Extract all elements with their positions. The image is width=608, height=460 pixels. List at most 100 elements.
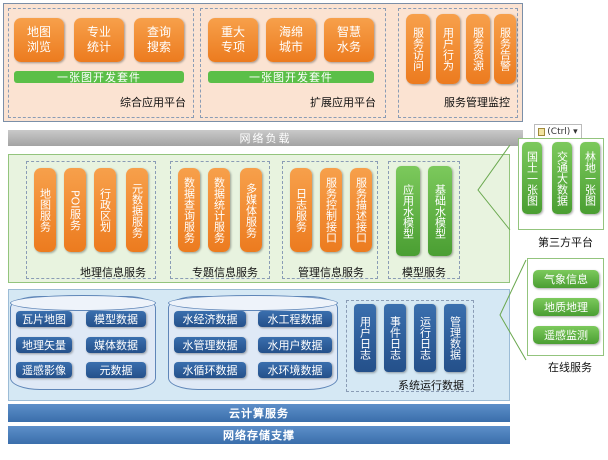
service-resources-button[interactable]: 服务资源 xyxy=(466,14,490,84)
map-browse-label: 地图 浏览 xyxy=(26,25,51,54)
management-data-button[interactable]: 管理数据 xyxy=(444,304,466,372)
network-storage-bar: 网络存储支撑 xyxy=(8,426,510,444)
run-log-label: 运行日志 xyxy=(418,316,432,360)
land-map-button[interactable]: 国土一张图 xyxy=(522,142,542,214)
service-alert-button[interactable]: 服务告警 xyxy=(494,14,516,84)
map-service-button[interactable]: 地图服务 xyxy=(34,168,56,252)
map-service-label: 地图服务 xyxy=(38,188,52,232)
data-query-service-button[interactable]: 数据查询服务 xyxy=(178,168,200,252)
service-desc-api-label: 服务描述接口 xyxy=(354,177,368,243)
metadata-service-label: 元数据服务 xyxy=(130,182,144,238)
application-water-model-button[interactable]: 应用水模型 xyxy=(396,166,420,256)
management-service-group xyxy=(282,161,378,279)
management-data-label: 管理数据 xyxy=(448,316,462,360)
poi-service-label: POI服务 xyxy=(68,189,82,231)
ctrl-label: (Ctrl) ▾ xyxy=(547,127,578,137)
service-alert-label: 服务告警 xyxy=(498,27,512,71)
data-stats-service-label: 数据统计服务 xyxy=(212,177,226,243)
water-engineering-button[interactable]: 水工程数据 xyxy=(258,311,332,327)
weather-info-button[interactable]: 气象信息 xyxy=(533,270,599,288)
data-query-service-label: 数据查询服务 xyxy=(182,177,196,243)
user-behavior-button[interactable]: 用户行为 xyxy=(436,14,460,84)
user-log-label: 用户日志 xyxy=(358,316,372,360)
service-resources-label: 服务资源 xyxy=(471,27,485,71)
extended-app-group xyxy=(200,8,386,118)
major-project-button[interactable]: 重大 专项 xyxy=(208,18,258,62)
forest-map-button[interactable]: 林地一张图 xyxy=(580,142,600,214)
tile-map-button[interactable]: 瓦片地图 xyxy=(16,311,72,327)
event-log-label: 事件日志 xyxy=(388,316,402,360)
remote-monitoring-button[interactable]: 遥感监测 xyxy=(533,326,599,344)
toolkit-label-2: 一张图开发套件 xyxy=(249,71,333,84)
log-service-label: 日志服务 xyxy=(294,188,308,232)
query-search-label: 查询 搜索 xyxy=(146,25,171,54)
admin-division-button[interactable]: 行政区划 xyxy=(94,168,116,252)
management-service-caption: 管理信息服务 xyxy=(298,266,364,279)
model-data-button[interactable]: 模型数据 xyxy=(86,311,146,327)
service-monitor-group xyxy=(398,8,518,118)
remote-sensing-button[interactable]: 遥感影像 xyxy=(16,362,72,378)
geo-vector-button[interactable]: 地理矢量 xyxy=(16,337,72,353)
toolkit-bar-2[interactable]: 一张图开发套件 xyxy=(208,71,374,84)
water-users-button[interactable]: 水用户数据 xyxy=(258,337,332,353)
application-water-model-label: 应用水模型 xyxy=(401,183,415,239)
traffic-bigdata-button[interactable]: 交通大数据 xyxy=(552,142,572,214)
base-water-model-button[interactable]: 基础水模型 xyxy=(428,166,452,256)
data-stats-service-button[interactable]: 数据统计服务 xyxy=(208,168,230,252)
base-database-top xyxy=(10,295,156,311)
system-ops-caption: 系统运行数据 xyxy=(398,379,464,392)
model-service-group xyxy=(388,161,460,279)
multimedia-service-button[interactable]: 多媒体服务 xyxy=(240,168,262,252)
toolkit-label-1: 一张图开发套件 xyxy=(57,71,141,84)
extended-app-caption: 扩展应用平台 xyxy=(310,96,376,109)
toolkit-bar-1[interactable]: 一张图开发套件 xyxy=(14,71,184,84)
user-behavior-label: 用户行为 xyxy=(441,27,455,71)
event-log-button[interactable]: 事件日志 xyxy=(384,304,406,372)
geology-button[interactable]: 地质地理 xyxy=(533,298,599,316)
user-log-button[interactable]: 用户日志 xyxy=(354,304,376,372)
media-data-button[interactable]: 媒体数据 xyxy=(86,337,146,353)
service-access-button[interactable]: 服务访问 xyxy=(406,14,430,84)
service-access-label: 服务访问 xyxy=(411,27,425,71)
system-ops-group xyxy=(346,300,474,392)
water-economy-button[interactable]: 水经济数据 xyxy=(174,311,246,327)
metadata-button[interactable]: 元数据 xyxy=(86,362,146,378)
thematic-service-group xyxy=(170,161,270,279)
log-service-button[interactable]: 日志服务 xyxy=(290,168,312,252)
connector-lines xyxy=(477,144,527,361)
service-control-api-button[interactable]: 服务控制接口 xyxy=(320,168,342,252)
traffic-bigdata-label: 交通大数据 xyxy=(555,150,569,206)
run-log-button[interactable]: 运行日志 xyxy=(414,304,436,372)
cloud-service-bar: 云计算服务 xyxy=(8,404,510,422)
map-browse-button[interactable]: 地图 浏览 xyxy=(14,18,64,62)
multimedia-service-label: 多媒体服务 xyxy=(244,182,258,238)
professional-stats-label: 专业 统计 xyxy=(86,25,111,54)
professional-stats-button[interactable]: 专业 统计 xyxy=(74,18,124,62)
metadata-service-button[interactable]: 元数据服务 xyxy=(126,168,148,252)
water-cycle-button[interactable]: 水循环数据 xyxy=(174,362,246,378)
clipboard-icon xyxy=(538,128,546,136)
smart-water-button[interactable]: 智慧 水务 xyxy=(324,18,374,62)
smart-water-label: 智慧 水务 xyxy=(336,25,361,54)
water-database-top xyxy=(168,295,338,311)
sponge-city-button[interactable]: 海绵 城市 xyxy=(266,18,316,62)
poi-service-button[interactable]: POI服务 xyxy=(64,168,86,252)
water-environment-button[interactable]: 水环境数据 xyxy=(258,362,332,378)
network-balance-bar: 网络负载 xyxy=(8,130,523,146)
sponge-city-label: 海绵 城市 xyxy=(278,25,303,54)
water-management-button[interactable]: 水管理数据 xyxy=(174,337,246,353)
geo-info-service-group xyxy=(26,161,156,279)
model-service-caption: 模型服务 xyxy=(402,266,446,279)
base-water-model-label: 基础水模型 xyxy=(433,183,447,239)
forest-map-label: 林地一张图 xyxy=(583,150,597,206)
third-party-caption: 第三方平台 xyxy=(538,236,593,249)
service-desc-api-button[interactable]: 服务描述接口 xyxy=(350,168,372,252)
land-map-label: 国土一张图 xyxy=(525,150,539,206)
thematic-service-caption: 专题信息服务 xyxy=(192,266,258,279)
service-monitor-caption: 服务管理监控 xyxy=(444,96,510,109)
major-project-label: 重大 专项 xyxy=(220,25,245,54)
integrated-app-group xyxy=(8,8,194,118)
geo-info-service-caption: 地理信息服务 xyxy=(80,266,146,279)
query-search-button[interactable]: 查询 搜索 xyxy=(134,18,184,62)
integrated-app-caption: 综合应用平台 xyxy=(120,96,186,109)
